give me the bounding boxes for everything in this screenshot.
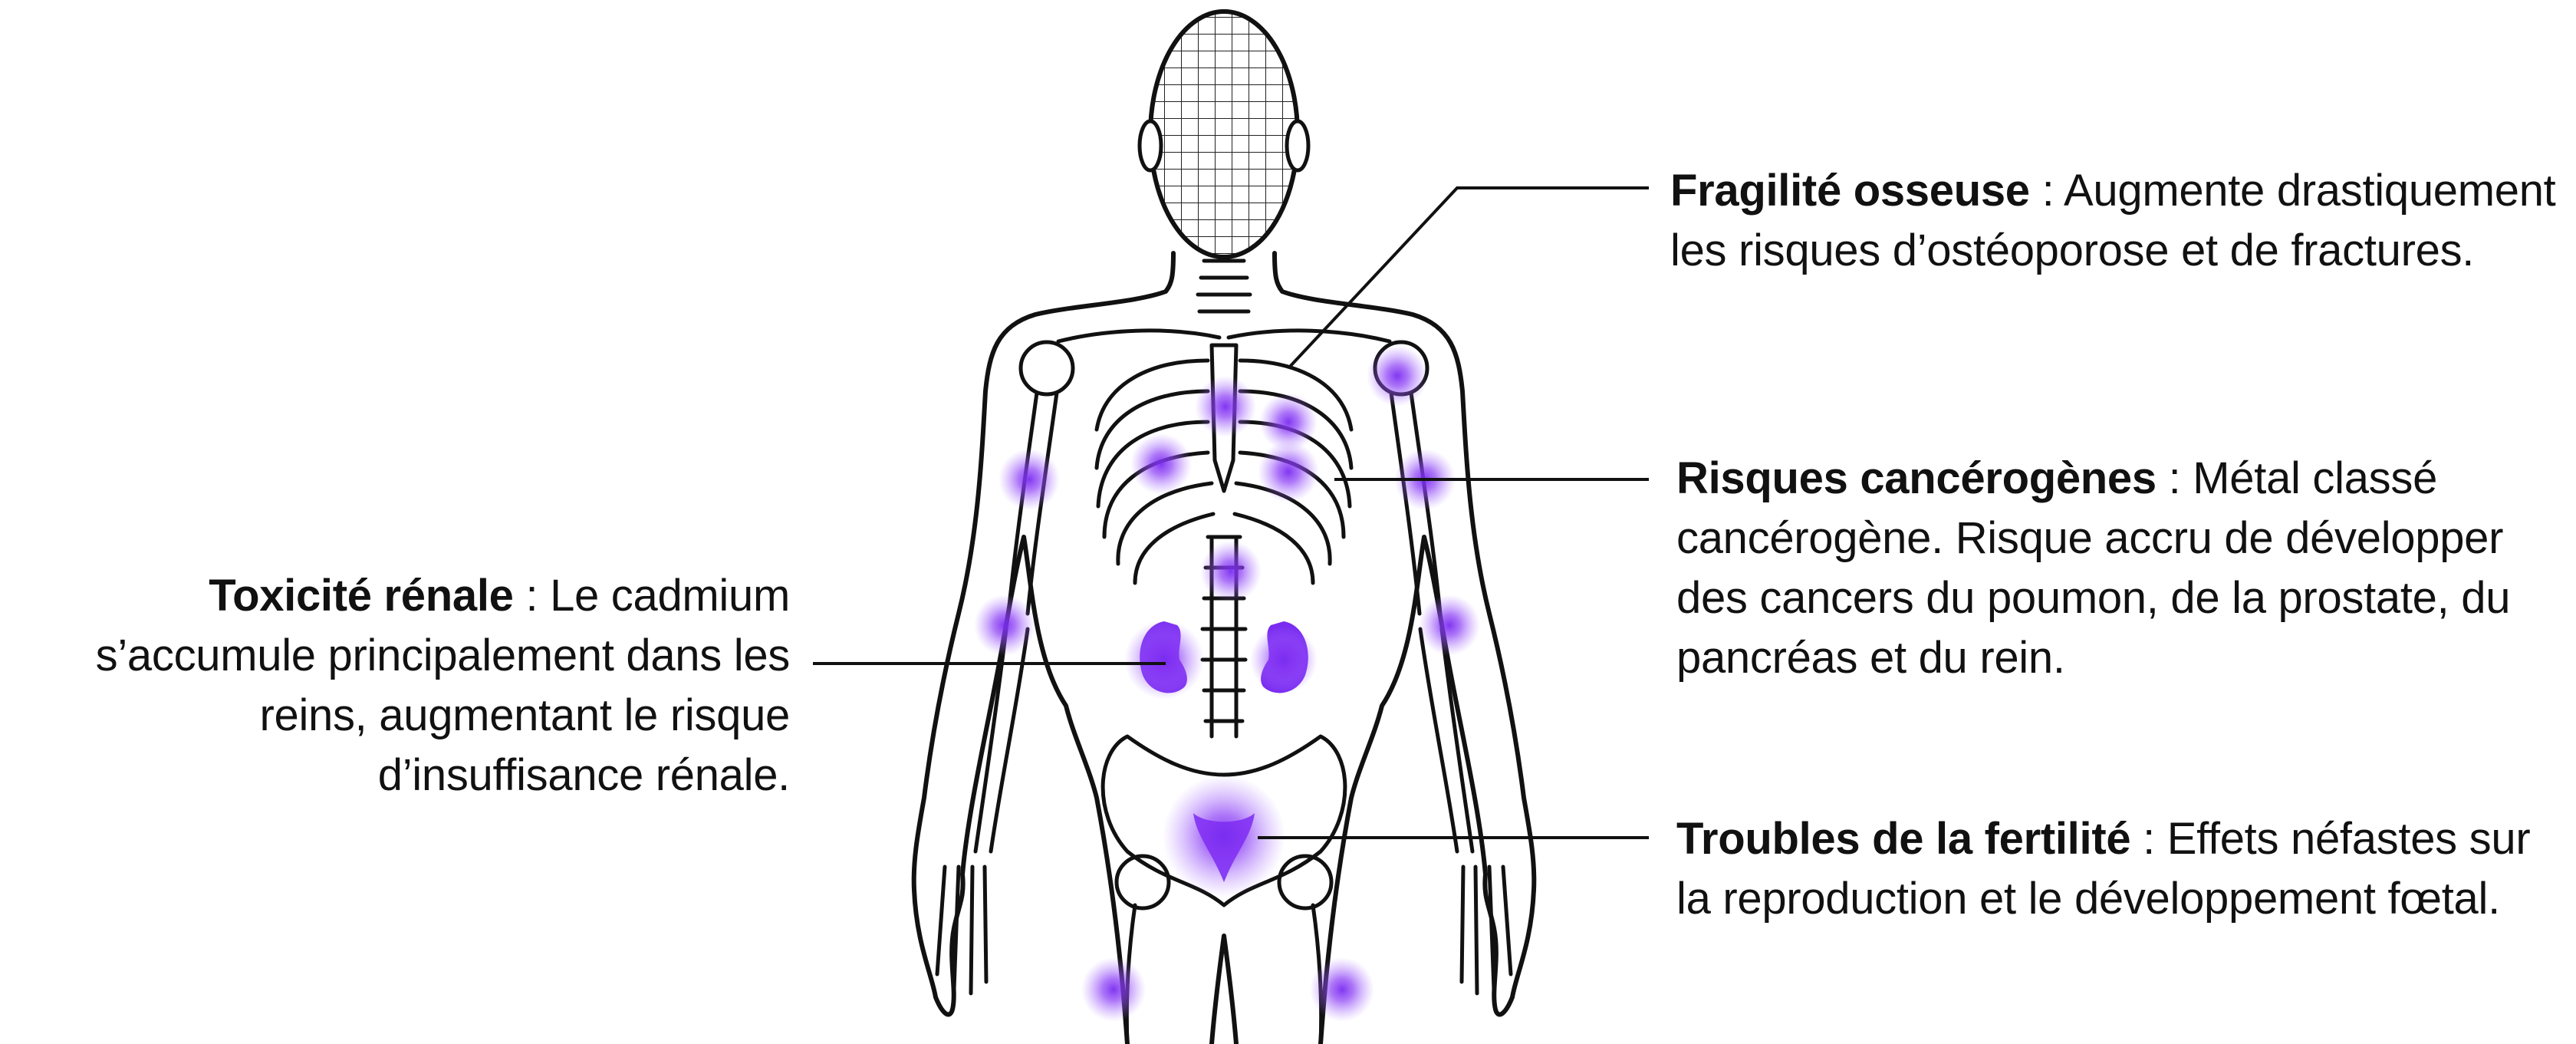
glow-elbow-left [974,594,1035,656]
callout-risques-cancerogenes: Risques cancérogènes : Métal classé canc… [1676,449,2574,688]
callout-separator: : [514,571,550,621]
glow-sternum [1195,376,1256,437]
callout-separator: : [2130,814,2166,864]
glow-pancreas [1200,541,1262,602]
glow-lung-right-low [1258,441,1319,502]
callout-separator: : [2030,166,2064,216]
leader-fragilite-osseuse [1288,188,1649,368]
callout-title: Toxicité rénale [209,571,513,621]
callout-title: Fragilité osseuse [1670,166,2030,216]
callout-troubles-fertilite: Troubles de la fertilité : Effets néfast… [1676,809,2566,929]
callout-toxicite-renale: Toxicité rénale : Le cadmium s’accumule … [15,566,790,805]
leader-lines [813,188,1649,838]
glow-arm-left [998,449,1060,510]
callout-title: Risques cancérogènes [1676,453,2157,503]
glow-thigh-left [1081,957,1146,1022]
glow-shoulder-right [1367,345,1428,407]
glow-thigh-right [1310,957,1374,1022]
glow-lung-left [1130,433,1192,495]
callout-separator: : [2157,453,2193,503]
callout-title: Troubles de la fertilité [1676,814,2130,864]
glow-elbow-right [1419,594,1480,656]
callout-fragilite-osseuse: Fragilité osseuse : Augmente drastiqueme… [1670,161,2560,281]
glow-kidney-left [1124,620,1204,700]
glow-kidney-right [1250,626,1318,693]
wireframe-head [1140,12,1308,257]
